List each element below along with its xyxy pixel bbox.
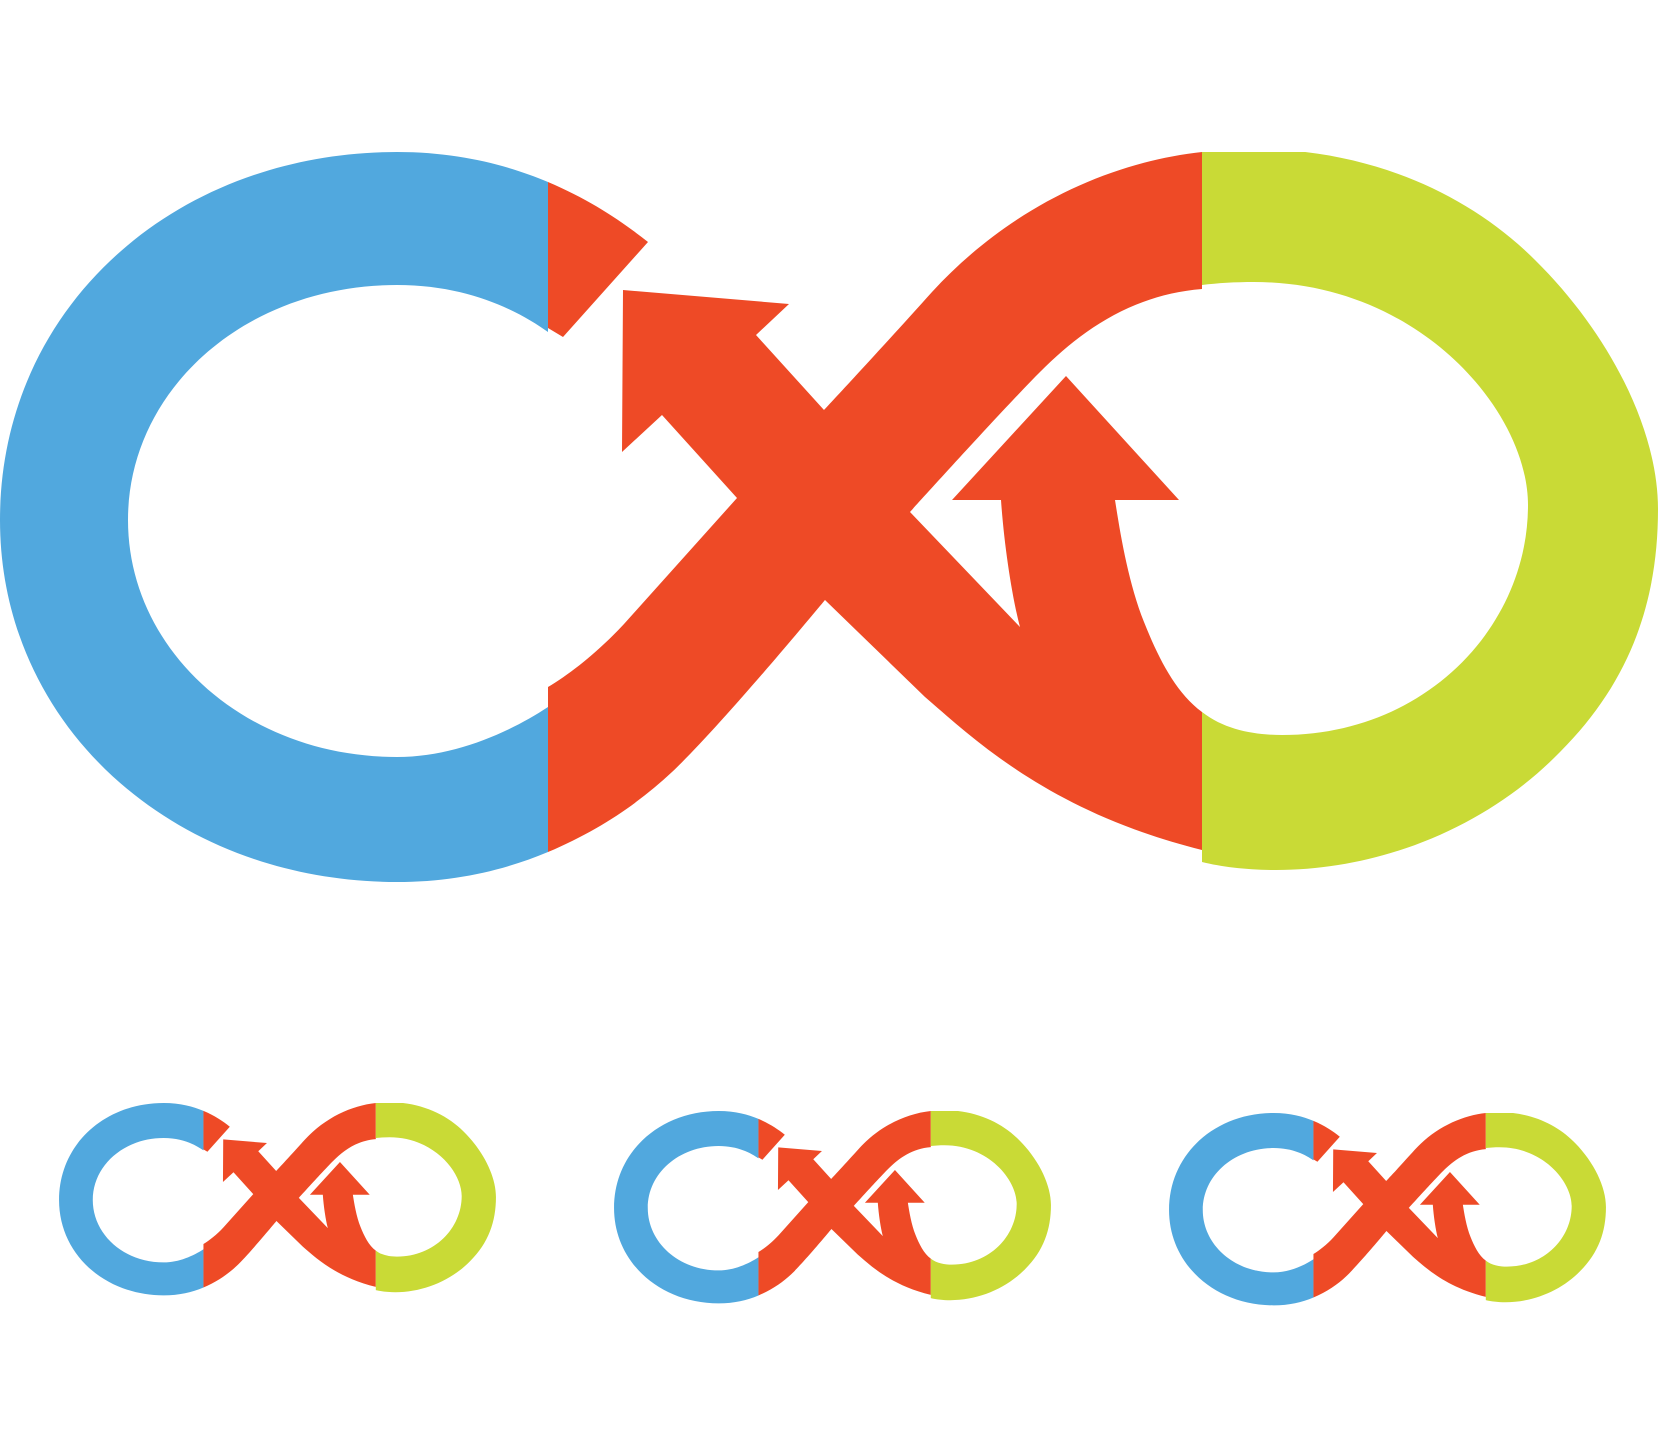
infinity-arrows-logo-small-2 xyxy=(614,1111,1051,1304)
infinity-arrows-logo-small-1 xyxy=(59,1103,496,1296)
infinity-arrows-logo-large xyxy=(0,152,1658,882)
infinity-arrows-logo-small-3 xyxy=(1169,1113,1606,1306)
